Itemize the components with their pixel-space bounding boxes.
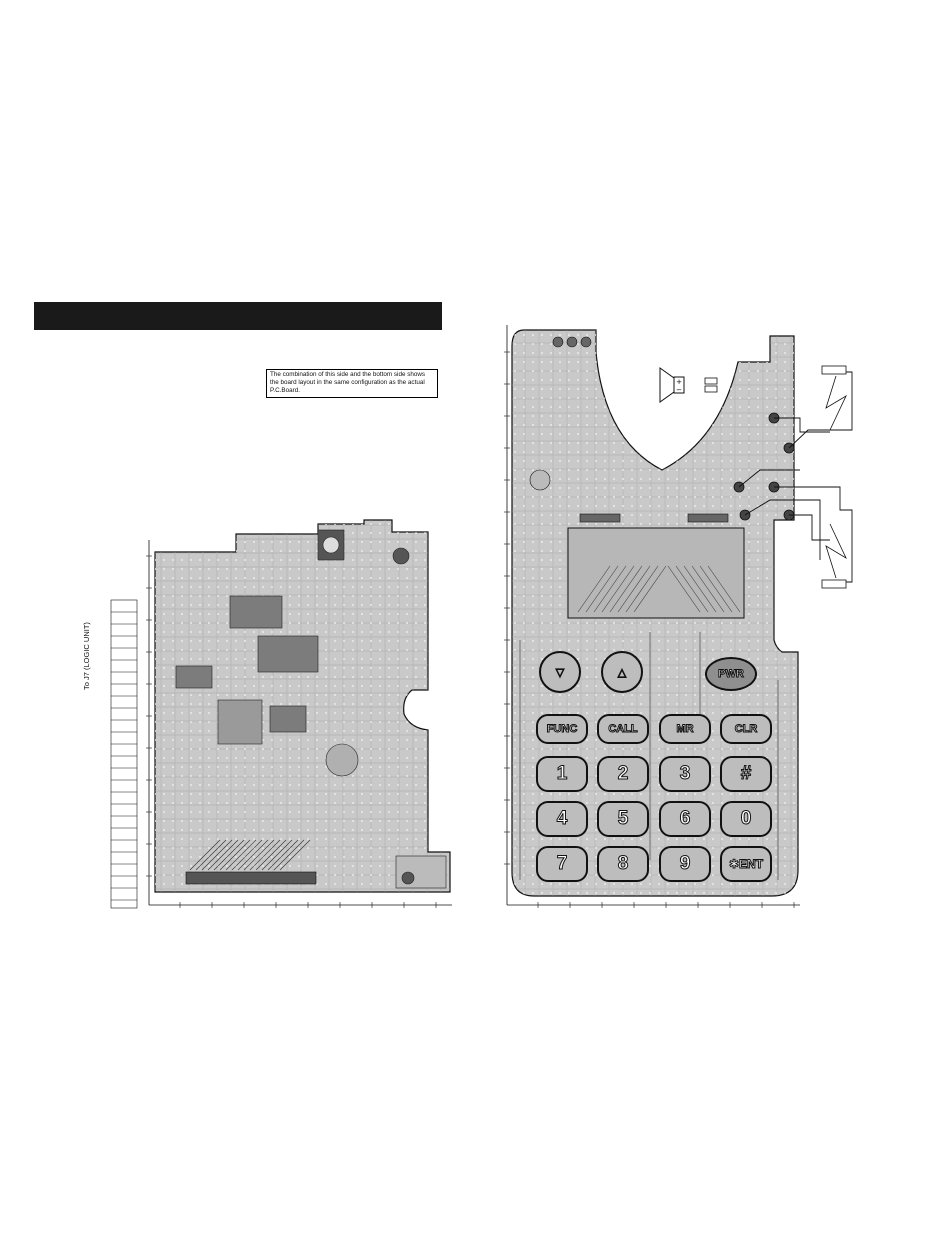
key-6[interactable]: 6 xyxy=(659,801,711,837)
svg-text:−: − xyxy=(676,386,682,394)
key-8[interactable]: 8 xyxy=(597,846,649,882)
battery-terminal-icon xyxy=(705,378,717,392)
key-3-label: 3 xyxy=(680,763,691,785)
key-1-label: 1 xyxy=(557,763,568,785)
key-2-label: 2 xyxy=(618,763,629,785)
key-hash-label: # xyxy=(741,763,752,785)
svg-text:+: + xyxy=(676,378,682,386)
key-5-label: 5 xyxy=(618,808,629,830)
key-8-label: 8 xyxy=(618,853,629,875)
clr-label: CLR xyxy=(735,723,758,735)
key-9-label: 9 xyxy=(680,853,691,875)
key-ent[interactable]: ✱ENT xyxy=(720,846,772,882)
speaker-icon: + − xyxy=(660,368,684,402)
key-7-label: 7 xyxy=(557,853,568,875)
func-label: FUNC xyxy=(547,723,578,735)
call-key[interactable]: CALL xyxy=(597,714,649,744)
mr-key[interactable]: MR xyxy=(659,714,711,744)
call-label: CALL xyxy=(608,723,637,735)
key-7[interactable]: 7 xyxy=(536,846,588,882)
clr-key[interactable]: CLR xyxy=(720,714,772,744)
down-key[interactable]: ▽ xyxy=(539,651,581,693)
key-2[interactable]: 2 xyxy=(597,756,649,792)
key-6-label: 6 xyxy=(680,808,691,830)
key-9[interactable]: 9 xyxy=(659,846,711,882)
key-1[interactable]: 1 xyxy=(536,756,588,792)
power-label: PWR xyxy=(718,668,744,680)
mr-label: MR xyxy=(676,723,693,735)
key-hash[interactable]: # xyxy=(720,756,772,792)
down-label: ▽ xyxy=(556,666,564,679)
func-key[interactable]: FUNC xyxy=(536,714,588,744)
up-key[interactable]: △ xyxy=(601,651,643,693)
key-4-label: 4 xyxy=(557,808,568,830)
up-label: △ xyxy=(618,666,626,679)
key-0[interactable]: 0 xyxy=(720,801,772,837)
key-4[interactable]: 4 xyxy=(536,801,588,837)
key-ent-label: ✱ENT xyxy=(729,857,763,871)
connector-label: To J7 (LOGIC UNIT) xyxy=(82,570,96,690)
power-key[interactable]: PWR xyxy=(705,657,757,691)
switch-icon xyxy=(822,366,846,588)
left-board xyxy=(111,520,452,908)
key-0-label: 0 xyxy=(741,808,752,830)
key-3[interactable]: 3 xyxy=(659,756,711,792)
key-5[interactable]: 5 xyxy=(597,801,649,837)
